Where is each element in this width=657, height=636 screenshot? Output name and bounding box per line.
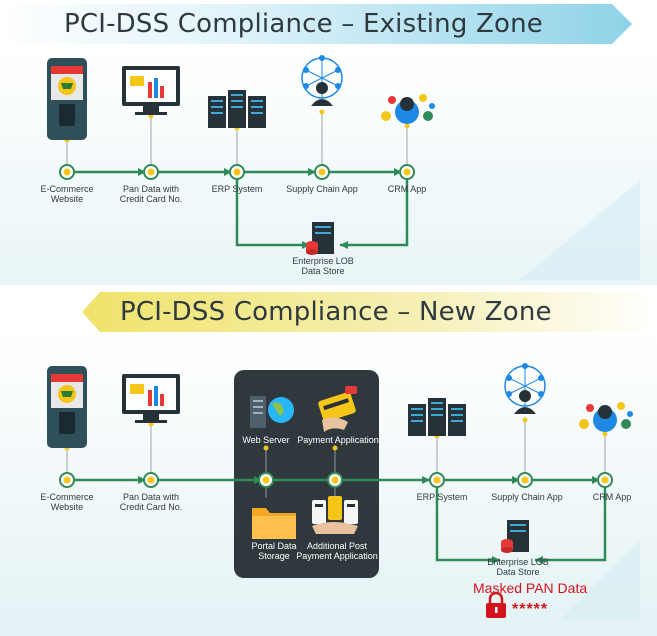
existing-lob-label: Enterprise LOB Data Store — [292, 256, 354, 276]
web-server-globe-icon — [250, 396, 294, 428]
web-server-label: Web Server — [242, 435, 290, 445]
supply-chain-network-icon — [504, 363, 546, 414]
new-zone-stems — [66, 420, 606, 474]
post-payment-cards-icon — [312, 496, 358, 534]
new-crm-label: CRM App — [592, 492, 632, 502]
new-ecommerce-label: E-Commerce Website — [40, 492, 94, 512]
portal-folder-icon — [252, 508, 296, 539]
ecommerce-phone-icon — [47, 366, 87, 448]
new-pan-label: Pan Data with Credit Card No. — [119, 492, 183, 512]
existing-pan-label: Pan Data with Credit Card No. — [119, 184, 183, 204]
pan-monitor-icon — [122, 66, 180, 115]
new-erp-label: ERP System — [416, 492, 468, 502]
pan-monitor-icon — [122, 374, 180, 423]
crm-people-icon — [579, 402, 633, 432]
existing-zone-title: PCI-DSS Compliance – Existing Zone — [64, 9, 543, 39]
crm-people-icon — [381, 94, 435, 124]
new-lob-label: Enterprise LOB Data Store — [487, 557, 549, 577]
existing-crm-label: CRM App — [387, 184, 427, 194]
new-lob-datastore-icon — [501, 520, 529, 553]
lock-icon — [486, 591, 506, 618]
erp-servers-icon — [408, 398, 466, 436]
existing-ecommerce-label: E-Commerce Website — [40, 184, 94, 204]
masked-pan-value: ***** — [512, 601, 549, 618]
decorative-triangle — [560, 540, 640, 620]
existing-supply-chain-label: Supply Chain App — [286, 184, 358, 194]
existing-lob-datastore-icon — [306, 222, 334, 255]
masked-pan-label: Masked PAN Data — [473, 580, 588, 596]
new-supply-chain-label: Supply Chain App — [491, 492, 563, 502]
existing-zone-arrows — [138, 168, 402, 249]
ecommerce-phone-icon — [47, 58, 87, 140]
new-zone-banner — [82, 292, 657, 332]
supply-chain-network-icon — [301, 55, 343, 106]
payment-card-hand-icon — [318, 386, 357, 432]
existing-zone-stems — [66, 112, 408, 166]
payment-application-label: Payment Application — [297, 435, 379, 445]
existing-zone-nodes — [59, 109, 415, 180]
existing-zone-banner — [0, 4, 632, 44]
existing-erp-label: ERP System — [211, 184, 263, 194]
erp-servers-icon — [208, 90, 266, 128]
decorative-triangle — [520, 180, 640, 280]
new-zone-title: PCI-DSS Compliance – New Zone — [120, 297, 552, 327]
new-zone-nodes — [59, 417, 613, 488]
post-payment-application-label: Additional Post Payment Application — [296, 541, 378, 561]
portal-data-storage-label: Portal Data Storage — [251, 541, 297, 561]
